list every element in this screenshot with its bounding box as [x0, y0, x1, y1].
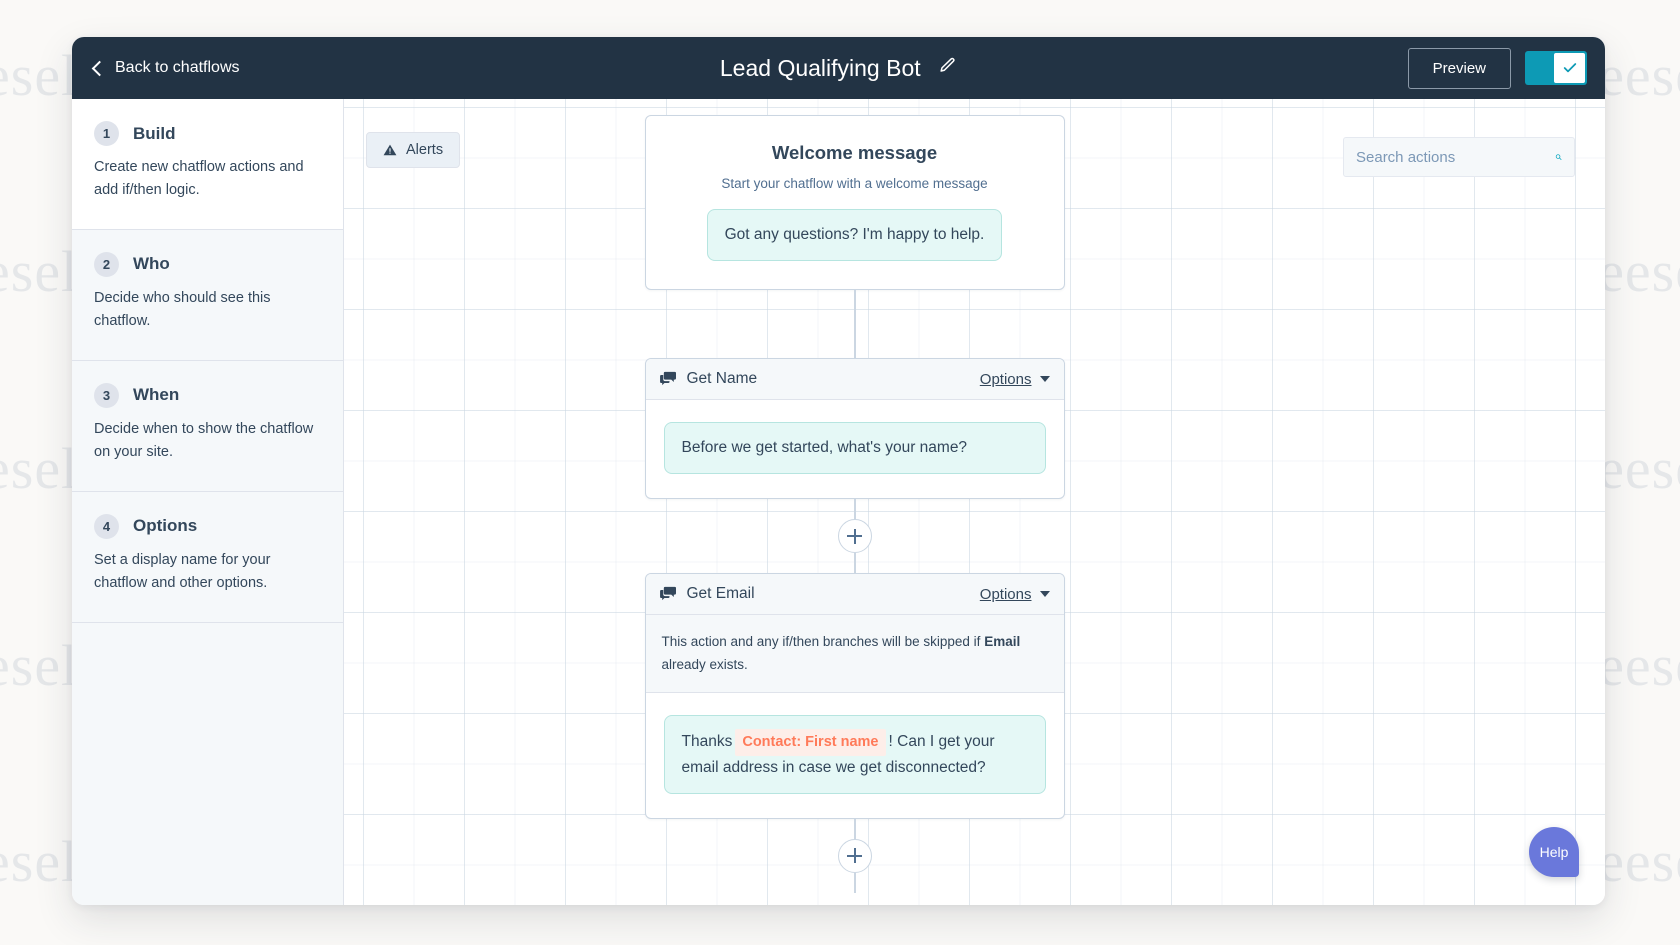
watermark-text: esel — [0, 829, 79, 894]
back-to-chatflows-link[interactable]: Back to chatflows — [90, 53, 244, 83]
step-description: Decide who should see this chatflow. — [94, 289, 271, 330]
toggle-knob — [1554, 53, 1585, 83]
step-header: 4 Options — [94, 513, 321, 539]
get-email-card[interactable]: Get Email Options This action and any if… — [644, 573, 1065, 819]
step-number: 3 — [94, 382, 119, 408]
sidebar-step-build[interactable]: 1 Build Create new chatflow actions and … — [72, 99, 343, 230]
title-container: Lead Qualifying Bot — [72, 55, 1605, 82]
watermark-text: esel — [0, 239, 79, 304]
notice-text-post: already exists. — [661, 657, 748, 673]
step-title: Options — [133, 516, 198, 536]
step-description: Create new chatflow actions and add if/t… — [94, 159, 304, 199]
chatflow-status-toggle[interactable] — [1525, 51, 1587, 85]
watermark-text: esel — [0, 633, 79, 698]
page-title: Lead Qualifying Bot — [719, 54, 921, 81]
step-header: 1 Build — [94, 121, 321, 146]
step-header: 2 Who — [94, 251, 321, 277]
top-bar: Back to chatflows Lead Qualifying Bot Pr… — [72, 37, 1605, 99]
plus-icon — [853, 528, 856, 544]
step-description: Set a display name for your chatflow and… — [94, 551, 271, 592]
chatflow-editor-window: Back to chatflows Lead Qualifying Bot Pr… — [72, 37, 1605, 905]
chat-bubble-icon — [659, 371, 676, 386]
welcome-message-card[interactable]: Welcome message Start your chatflow with… — [644, 115, 1065, 291]
watermark-text: esel — [0, 436, 79, 501]
flow-canvas[interactable]: Alerts Welcome message Start your chatfl… — [344, 99, 1605, 905]
alerts-label: Alerts — [406, 142, 444, 158]
alerts-button[interactable]: Alerts — [366, 132, 461, 168]
check-icon — [1563, 63, 1576, 73]
connector-line — [853, 872, 856, 893]
options-label: Options — [979, 370, 1032, 388]
pencil-icon[interactable] — [938, 56, 957, 80]
notice-text-pre: This action and any if/then branches wil… — [661, 634, 985, 650]
welcome-message-bubble[interactable]: Got any questions? I'm happy to help. — [706, 209, 1003, 262]
get-name-bubble[interactable]: Before we get started, what's your name? — [663, 422, 1046, 475]
top-bar-actions: Preview — [1407, 47, 1587, 89]
step-title: When — [133, 385, 180, 405]
welcome-message-title: Welcome message — [771, 142, 938, 163]
step-number: 1 — [94, 121, 119, 146]
get-name-card-body: Before we get started, what's your name? — [646, 400, 1064, 498]
watermark-text: esel — [0, 43, 79, 108]
options-label: Options — [979, 585, 1032, 603]
chevron-left-icon — [91, 60, 108, 76]
get-name-options-dropdown[interactable]: Options — [980, 371, 1050, 388]
personalization-token[interactable]: Contact: First name — [735, 729, 886, 756]
connector-line — [853, 553, 856, 574]
steps-sidebar: 1 Build Create new chatflow actions and … — [72, 99, 344, 905]
get-name-card[interactable]: Get Name Options Before we get started, … — [644, 358, 1065, 500]
search-input[interactable] — [1356, 148, 1555, 166]
bubble-text-pre: Thanks — [681, 733, 733, 751]
flow-column: Welcome message Start your chatflow with… — [644, 115, 1065, 893]
add-action-button[interactable] — [837, 519, 872, 554]
search-actions-box[interactable] — [1343, 137, 1575, 177]
get-email-card-header: Get Email Options — [645, 574, 1064, 616]
editor-body: 1 Build Create new chatflow actions and … — [72, 99, 1605, 905]
get-email-title: Get Email — [686, 585, 755, 603]
get-name-title: Get Name — [686, 370, 758, 388]
connector-line — [853, 499, 856, 520]
sidebar-step-options[interactable]: 4 Options Set a display name for your ch… — [72, 491, 343, 623]
notice-text-bold: Email — [984, 634, 1021, 650]
get-email-options-dropdown[interactable]: Options — [980, 586, 1050, 603]
step-number: 4 — [94, 513, 119, 539]
chat-bubble-icon — [659, 586, 676, 601]
help-button[interactable]: Help — [1529, 827, 1579, 877]
welcome-message-subtitle: Start your chatflow with a welcome messa… — [721, 176, 988, 191]
bubble-text-post: ! Can I get your email address in case w… — [681, 733, 995, 776]
get-email-skip-notice: This action and any if/then branches wil… — [645, 615, 1064, 694]
step-description: Decide when to show the chatflow on your… — [94, 420, 314, 461]
sidebar-step-who[interactable]: 2 Who Decide who should see this chatflo… — [72, 229, 343, 361]
warning-triangle-icon — [383, 144, 397, 156]
add-action-button[interactable] — [837, 838, 872, 873]
connector-line — [853, 818, 856, 839]
chevron-down-icon — [1039, 376, 1050, 383]
step-number: 2 — [94, 251, 119, 277]
search-icon — [1555, 154, 1562, 160]
sidebar-step-when[interactable]: 3 When Decide when to show the chatflow … — [72, 360, 343, 492]
back-to-chatflows-label: Back to chatflows — [115, 59, 240, 76]
step-title: Who — [133, 254, 170, 274]
step-header: 3 When — [94, 382, 321, 408]
plus-icon — [853, 848, 856, 864]
preview-button[interactable]: Preview — [1407, 47, 1511, 89]
step-title: Build — [133, 123, 176, 143]
get-name-card-header: Get Name Options — [645, 359, 1064, 401]
connector-line — [853, 290, 856, 359]
chevron-down-icon — [1039, 591, 1050, 598]
